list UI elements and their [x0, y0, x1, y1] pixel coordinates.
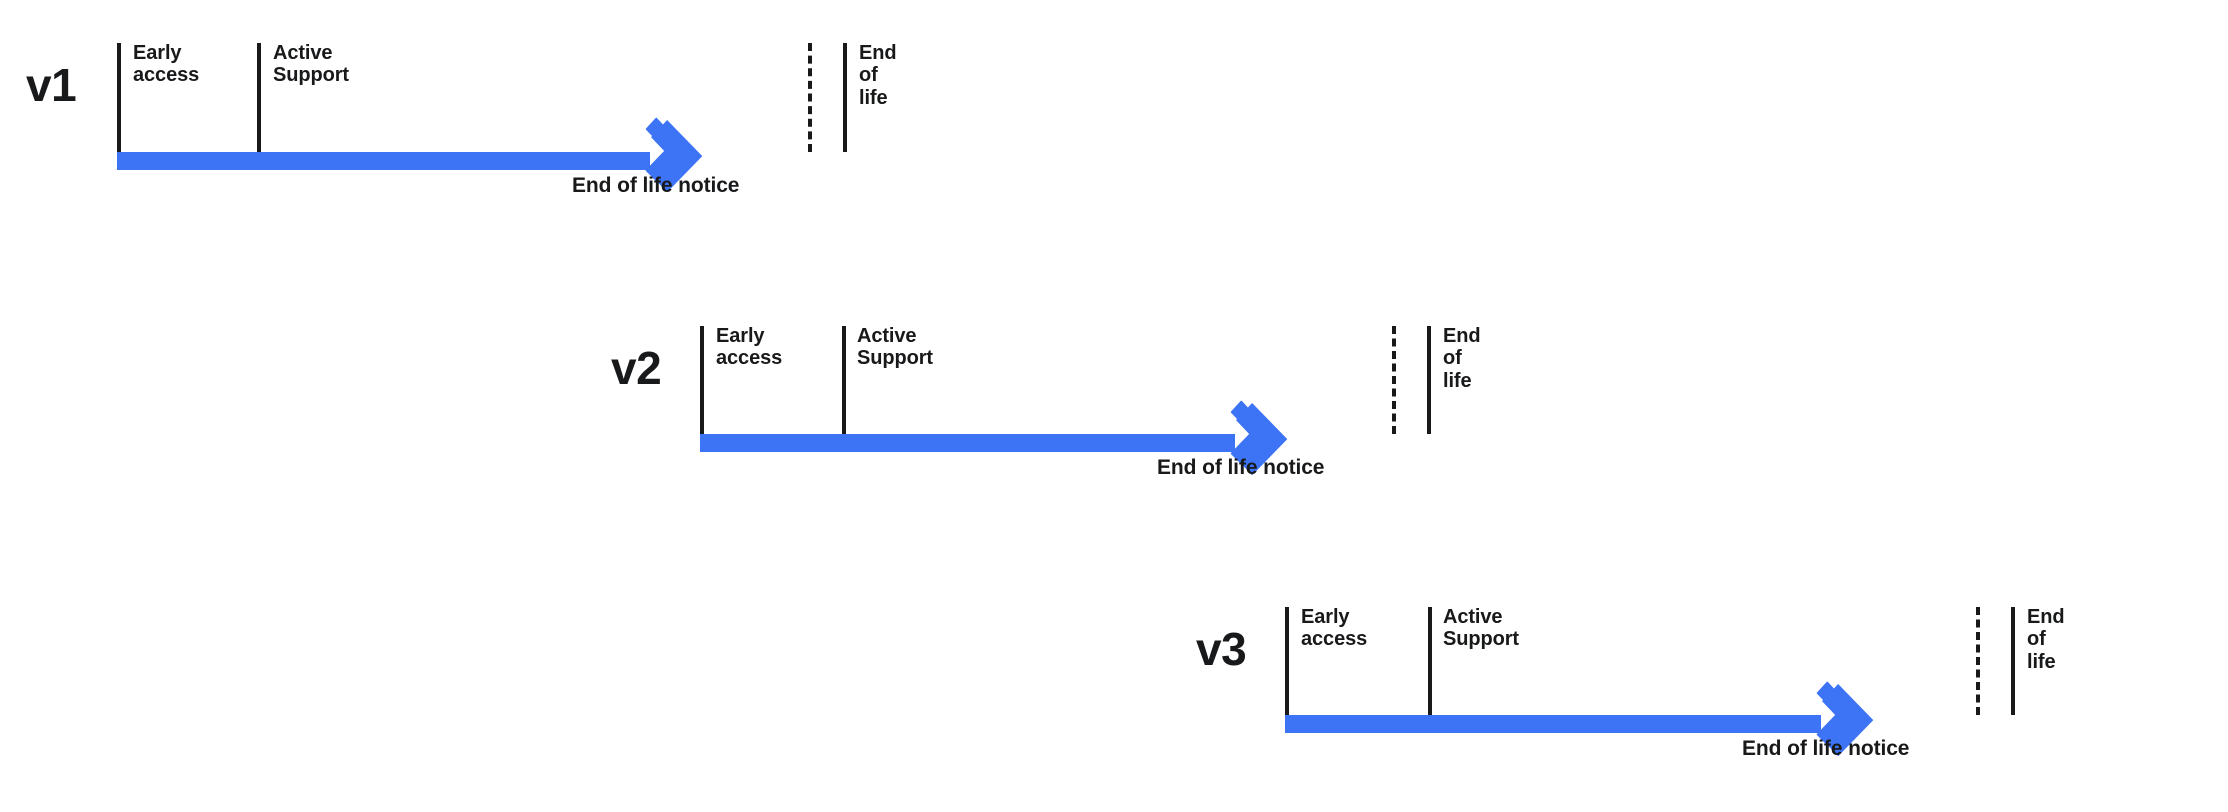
timeline-bar-v3	[1285, 715, 1821, 733]
phase-label-v1-end-of-life: End of life	[859, 42, 897, 109]
notice-label-v3: End of life notice	[1742, 737, 1910, 760]
timeline-arrow-icon-v2	[1230, 400, 1288, 476]
divider-v1-solid-1	[257, 43, 261, 152]
divider-v3-solid-3	[2011, 607, 2015, 715]
divider-v1-solid-3	[843, 43, 847, 152]
version-label-v1: v1	[26, 59, 77, 111]
phase-label-v3-active-support: Active Support	[1443, 606, 1519, 651]
divider-v2-solid-3	[1427, 326, 1431, 434]
timeline-arrow-icon-v3	[1816, 681, 1874, 757]
timeline-bar-v2	[700, 434, 1235, 452]
timeline-arrow-icon-v1	[645, 117, 703, 193]
divider-v2-solid-0	[700, 326, 704, 434]
divider-v2-eol-notice	[1392, 326, 1396, 434]
divider-v3-solid-1	[1428, 607, 1432, 715]
phase-label-v2-active-support: Active Support	[857, 325, 933, 370]
phase-label-v1-early-access: Early access	[133, 42, 200, 87]
version-label-v3: v3	[1196, 623, 1247, 675]
divider-v1-eol-notice	[808, 43, 812, 152]
notice-label-v1: End of life notice	[572, 174, 740, 197]
divider-v1-solid-0	[117, 43, 121, 152]
version-label-v2: v2	[611, 342, 662, 394]
phase-label-v2-end-of-life: End of life	[1443, 325, 1481, 392]
phase-label-v2-early-access: Early access	[716, 325, 783, 370]
divider-v3-solid-0	[1285, 607, 1289, 715]
divider-v3-eol-notice	[1976, 607, 1980, 715]
timeline-bar-v1	[117, 152, 650, 170]
notice-label-v2: End of life notice	[1157, 456, 1325, 479]
divider-v2-solid-1	[842, 326, 846, 434]
phase-label-v1-active-support: Active Support	[273, 42, 349, 87]
phase-label-v3-early-access: Early access	[1301, 606, 1368, 651]
phase-label-v3-end-of-life: End of life	[2027, 606, 2065, 673]
